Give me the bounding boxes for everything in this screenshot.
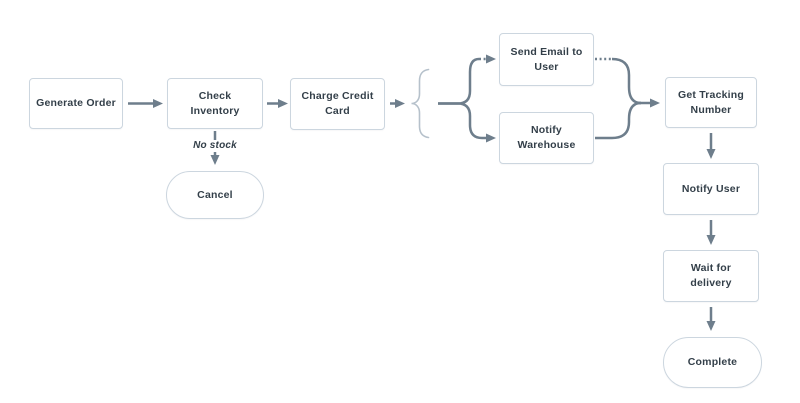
edge-fork-bottom [438, 102, 496, 143]
node-wait-for-delivery: Wait for delivery [663, 250, 759, 302]
edge-fork-top [438, 57, 480, 105]
edge-label-no-stock: No stock [193, 140, 237, 151]
node-notify-user: Notify User [663, 163, 759, 215]
node-charge-credit-card: Charge Credit Card [290, 78, 385, 130]
node-send-email-to-user: Send Email to User [499, 33, 594, 86]
node-get-tracking-number: Get Tracking Number [665, 77, 757, 128]
node-cancel: Cancel [166, 171, 264, 219]
node-generate-order: Generate Order [29, 78, 123, 129]
edge-merge-bottom [595, 101, 642, 140]
edge-merge-top [611, 57, 642, 105]
node-check-inventory: Check Inventory [167, 78, 263, 129]
brace-icon [411, 68, 430, 139]
node-notify-warehouse: Notify Warehouse [499, 112, 594, 164]
node-complete: Complete [663, 337, 762, 388]
